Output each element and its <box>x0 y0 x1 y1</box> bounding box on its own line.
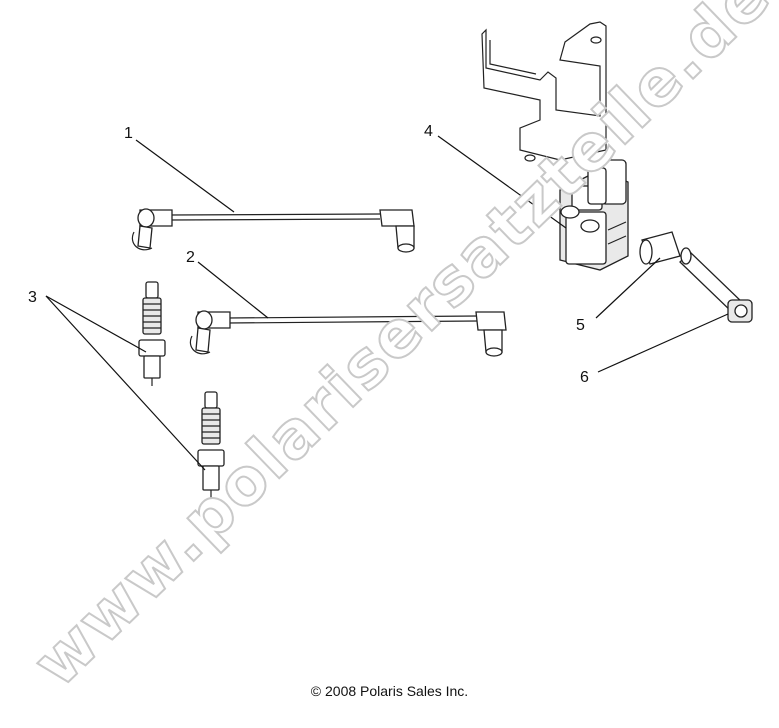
leader-lines <box>45 135 729 471</box>
spacer <box>639 231 681 265</box>
callout-1: 1 <box>124 125 133 142</box>
callout-5: 5 <box>576 317 585 334</box>
callout-3: 3 <box>28 289 37 306</box>
ignition-coil <box>559 159 629 271</box>
copyright-notice: © 2008 Polaris Sales Inc. <box>310 683 469 699</box>
watermark-text: www.polarisersatzteile.de <box>20 0 779 702</box>
spark-plug-wire-2 <box>189 310 507 357</box>
spark-plug-wire-1 <box>131 208 415 253</box>
callout-6: 6 <box>580 369 589 386</box>
callout-4: 4 <box>424 123 433 140</box>
mounting-bracket <box>481 21 607 162</box>
callout-2: 2 <box>186 249 195 266</box>
bolt <box>679 247 753 323</box>
spark-plug-upper <box>138 281 166 386</box>
spark-plug-lower <box>197 391 225 498</box>
